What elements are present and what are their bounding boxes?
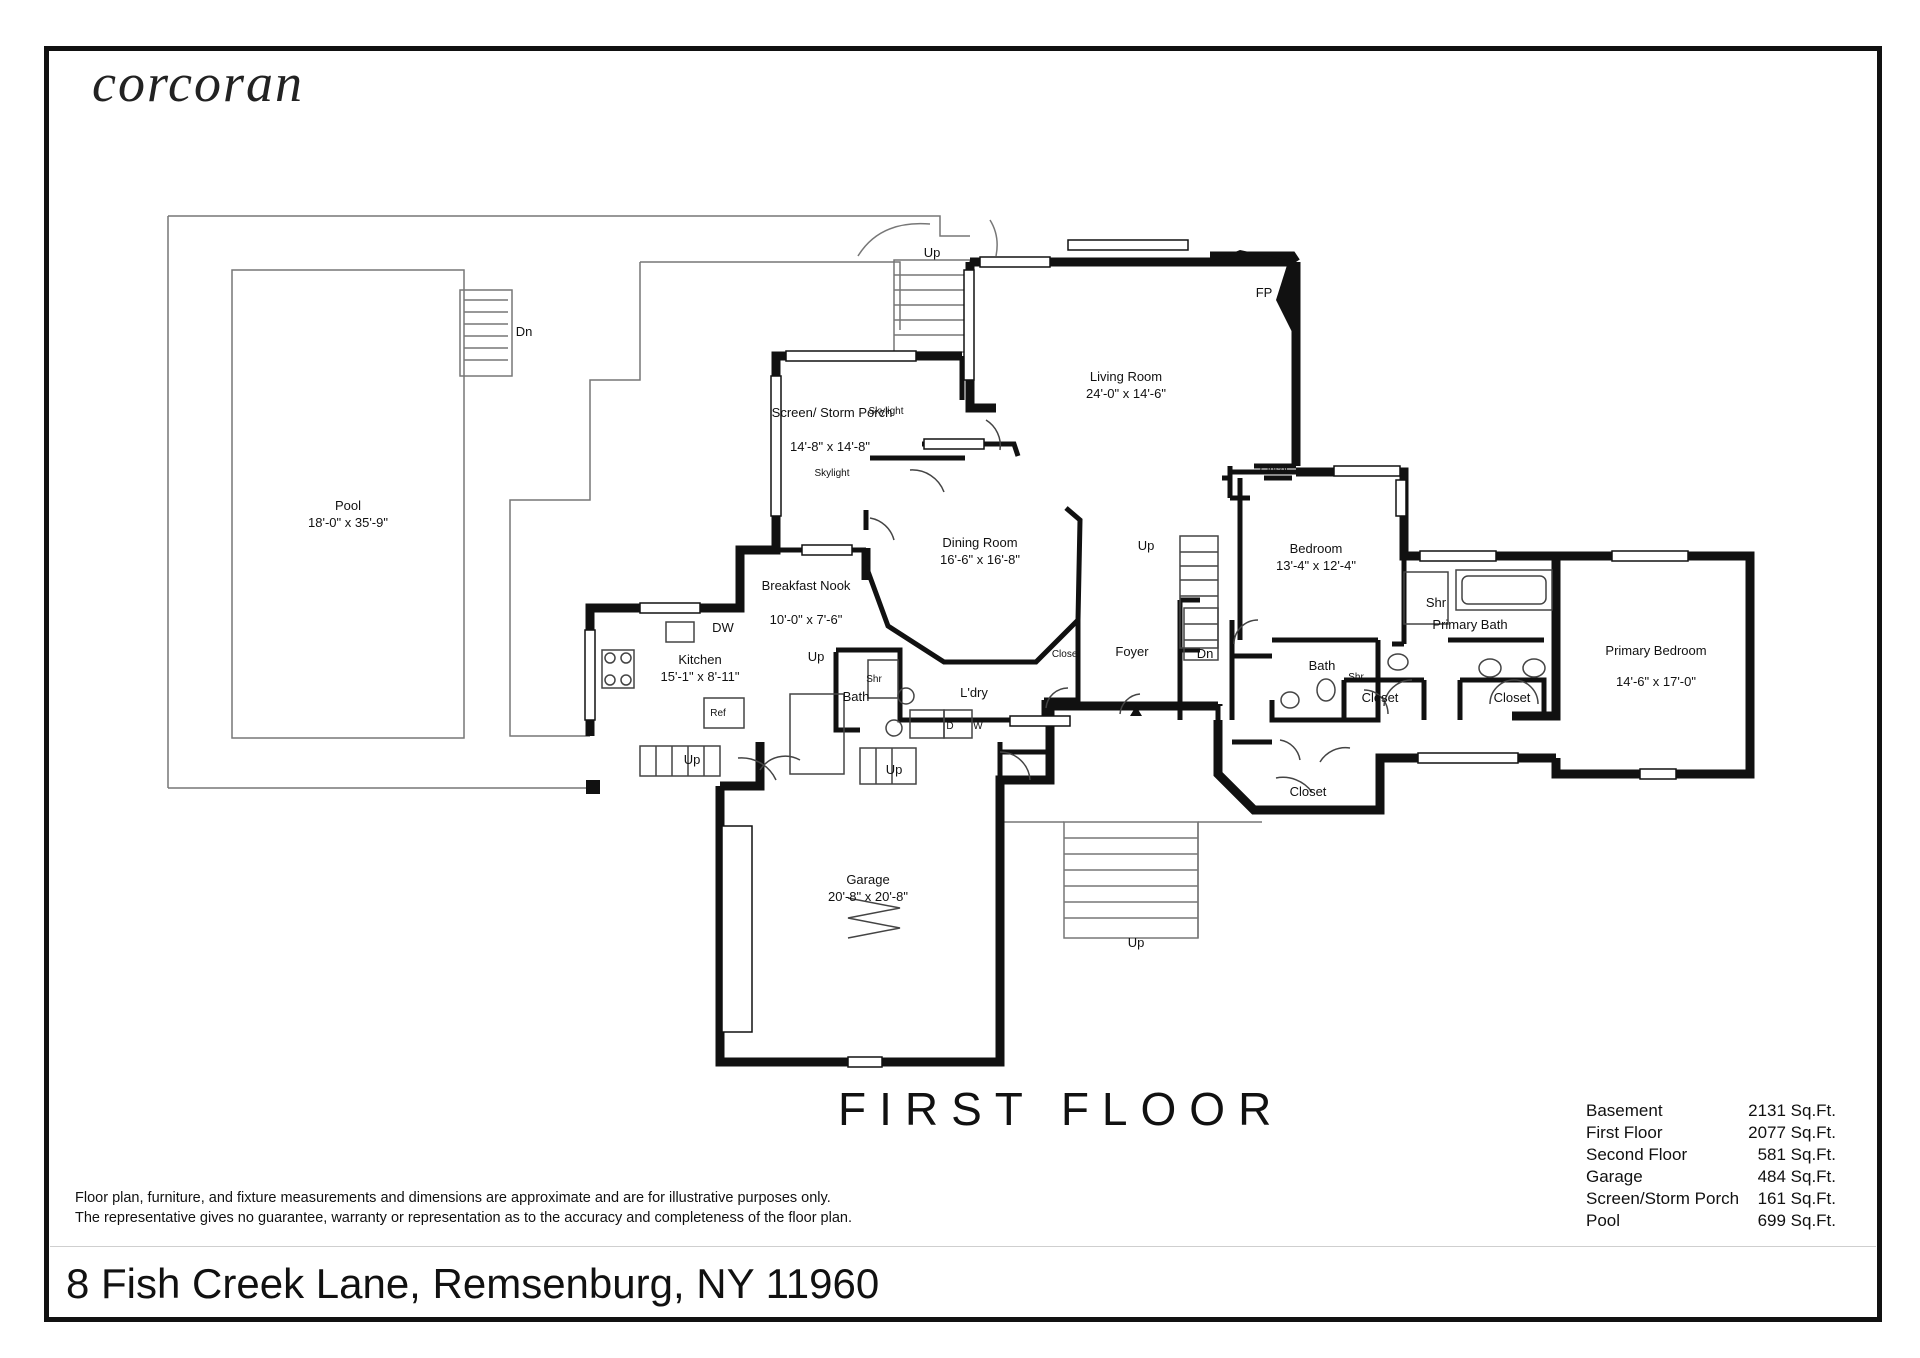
label-skylight-2: Skylight [814,468,849,479]
property-address: 8 Fish Creek Lane, Remsenburg, NY 11960 [66,1260,880,1307]
label-closet-dining: Closet [1052,649,1081,660]
label-skylight-1: Skylight [868,406,903,417]
footer-divider [50,1246,1876,1247]
room-name-living-room: Living Room [1090,369,1162,384]
label-closet-primary: Closet [1494,690,1531,705]
area-label: Second Floor [1586,1145,1688,1164]
room-dims-primary-bedroom: 14'-6" x 17'-0" [1616,674,1696,689]
area-label: First Floor [1586,1123,1663,1142]
label-shr-primary: Shr [1426,595,1447,610]
room-name-kitchen: Kitchen [678,652,721,667]
room-dims-dining-room: 16'-6" x 16'-8" [940,552,1020,567]
label-dn-stair: Dn [1197,646,1214,661]
label-up-nook: Up [808,649,825,664]
area-value: 484 Sq.Ft. [1757,1167,1836,1186]
room-name-pool: Pool [335,498,361,513]
area-row: Garage 484 Sq.Ft. [1586,1166,1836,1188]
label-laundry: L'dry [960,685,988,700]
exterior-walls [585,251,1755,1067]
label-closet-living: Closet [1260,465,1289,476]
room-dims-breakfast-nook: 10'-0" x 7'-6" [770,612,843,627]
room-dims-kitchen: 15'-1" x 8'-11" [661,669,740,684]
page-frame [44,46,1882,1322]
label-washer: W [973,721,983,732]
floor-title: FIRST FLOOR [838,1083,1285,1135]
label-closet-bedroom: Closet [1362,690,1399,705]
label-up-kitchen: Up [684,752,701,767]
area-summary: Basement 2131 Sq.Ft. First Floor 2077 Sq.F… [1586,1100,1836,1232]
area-label: Basement [1586,1101,1663,1120]
area-row: Second Floor 581 Sq.Ft. [1586,1144,1836,1166]
area-row: Screen/Storm Porch 161 Sq.Ft. [1586,1188,1836,1210]
room-name-bedroom: Bedroom [1290,541,1343,556]
area-label: Screen/Storm Porch [1586,1189,1740,1208]
label-bath-kitchen: Bath [843,689,870,704]
label-primary-bath: Primary Bath [1432,617,1507,632]
area-label: Garage [1586,1167,1643,1186]
label-up-stair: Up [1138,538,1155,553]
label-ref: Ref [710,708,726,719]
fixtures-and-doors [601,419,1553,939]
corcoran-logo: corcoran [92,53,304,113]
pool-deck-outline [167,215,1262,939]
room-name-screen-porch: Screen/ Storm Porch [772,405,893,420]
room-dims-garage: 20'-8" x 20'-8" [828,889,908,904]
label-bath-bedroom: Bath [1309,658,1336,673]
label-shr-kitchen: Shr [866,674,882,685]
label-dn-pool: Dn [516,324,533,339]
room-dims-living-room: 24'-0" x 14'-6" [1086,386,1166,401]
label-up-front: Up [1128,935,1145,950]
room-name-garage: Garage [846,872,889,887]
room-dims-screen-porch: 14'-8" x 14'-8" [790,439,870,454]
area-value: 161 Sq.Ft. [1757,1189,1836,1208]
area-label: Pool [1586,1211,1621,1230]
area-value: 699 Sq.Ft. [1757,1211,1836,1230]
room-name-primary-bedroom: Primary Bedroom [1605,643,1706,658]
label-up-top: Up [924,245,941,260]
label-fp: FP [1256,285,1273,300]
fireplace-wedge [1276,262,1296,340]
fireplace-corner [1210,250,1296,262]
room-labels: Pool 18'-0" x 35'-9" Screen/ Storm Porch… [308,245,1707,950]
entry-arrow [1130,706,1142,716]
room-dims-pool: 18'-0" x 35'-9" [308,515,388,530]
area-row: Basement 2131 Sq.Ft. [1586,1100,1836,1122]
windows [584,239,1689,1068]
room-name-dining-room: Dining Room [942,535,1017,550]
area-row: First Floor 2077 Sq.Ft. [1586,1122,1836,1144]
pool-equipment [586,780,600,794]
label-foyer: Foyer [1115,644,1149,659]
room-dims-bedroom: 13'-4" x 12'-4" [1276,558,1356,573]
disclaimer: Floor plan, furniture, and fixture measu… [75,1188,852,1228]
room-name-breakfast-nook: Breakfast Nook [762,578,851,593]
small-labels: Skylight Skylight Closet Closet Shr Shr … [710,406,1364,732]
label-up-garage: Up [886,762,903,777]
label-dryer: D [946,721,953,732]
area-value: 2077 Sq.Ft. [1748,1123,1836,1142]
area-value: 2131 Sq.Ft. [1748,1101,1836,1120]
label-dw: DW [712,620,734,635]
label-closet-hall: Closet [1290,784,1327,799]
area-row: Pool 699 Sq.Ft. [1586,1210,1836,1232]
label-shr-bedroom: Shr [1348,672,1364,683]
disclaimer-line: Floor plan, furniture, and fixture measu… [75,1190,831,1206]
disclaimer-line: The representative gives no guarantee, w… [75,1210,853,1226]
area-value: 581 Sq.Ft. [1757,1145,1836,1164]
